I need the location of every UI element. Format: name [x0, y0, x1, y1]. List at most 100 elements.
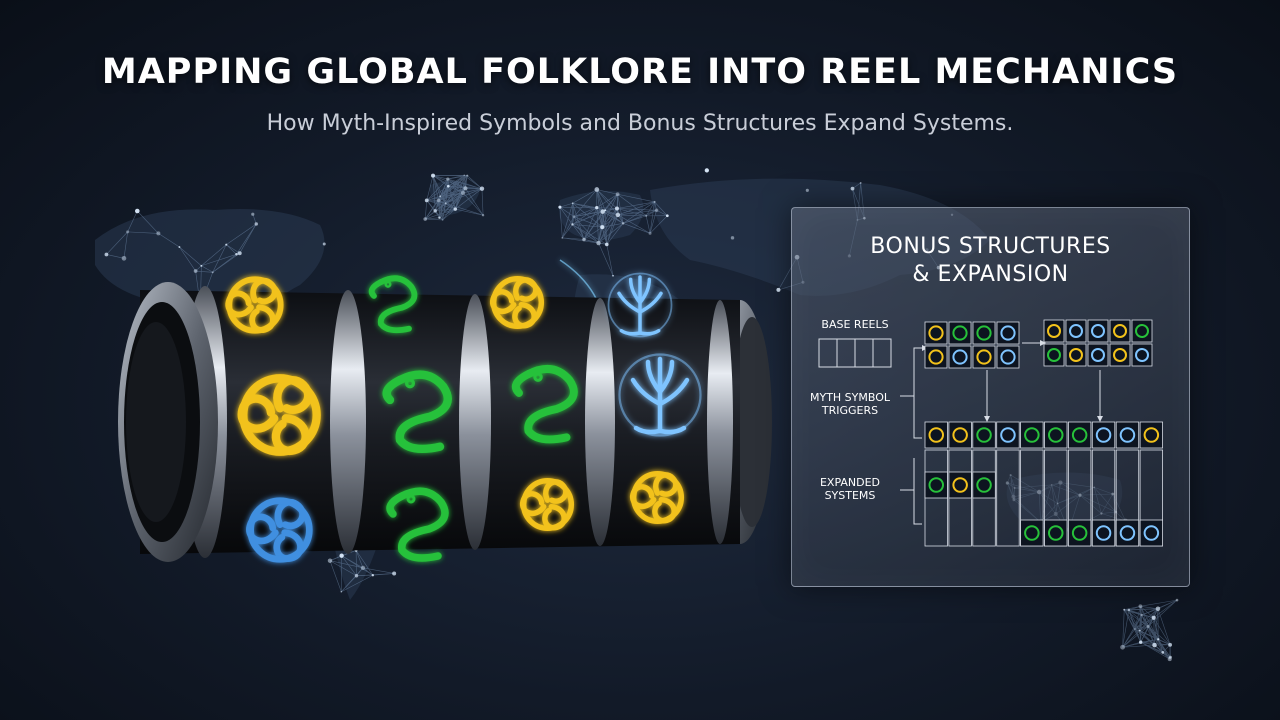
map-node — [446, 184, 450, 188]
grid-cell — [1131, 343, 1153, 367]
map-link — [598, 223, 624, 244]
map-link — [226, 223, 257, 245]
map-link — [1141, 614, 1149, 627]
map-link — [1153, 599, 1178, 618]
map-link — [1153, 617, 1171, 645]
map-node — [600, 209, 605, 214]
grid-cell — [996, 345, 1020, 369]
serpent-dragon-icon — [1024, 427, 1040, 443]
map-link — [1139, 630, 1142, 643]
map-link — [1134, 626, 1149, 630]
panel-title-line: BONUS STRUCTURES — [870, 234, 1111, 259]
map-link — [596, 189, 619, 216]
map-link — [1139, 615, 1142, 631]
map-link — [1140, 606, 1159, 640]
grid-cell — [1067, 421, 1092, 449]
map-link — [432, 175, 439, 201]
map-link — [654, 201, 657, 211]
grid-cell — [972, 471, 996, 499]
map-link — [601, 210, 606, 228]
map-link — [448, 186, 456, 210]
map-link — [606, 223, 624, 245]
map-link — [583, 239, 607, 245]
map-link — [426, 200, 456, 210]
map-node — [1123, 608, 1126, 611]
map-link — [137, 210, 159, 234]
map-link — [1157, 599, 1178, 610]
label-line: BASE REELS — [821, 318, 889, 331]
map-link — [438, 175, 465, 201]
map-link — [1153, 617, 1155, 646]
map-link — [604, 194, 618, 211]
panel-title-line: & EXPANSION — [912, 262, 1069, 287]
map-link — [447, 178, 483, 189]
map-link — [617, 194, 647, 217]
map-node — [730, 236, 735, 240]
grid-cell — [1044, 519, 1068, 547]
label-line: SYSTEMS — [824, 489, 876, 502]
map-link — [481, 188, 484, 216]
map-node — [339, 553, 344, 558]
map-link — [1139, 626, 1149, 631]
map-link — [439, 179, 449, 218]
map-link — [1141, 614, 1159, 640]
map-link — [432, 175, 464, 194]
map-link — [1140, 608, 1159, 643]
grid-cell — [1115, 519, 1140, 547]
map-link — [425, 217, 440, 220]
map-link — [447, 178, 456, 210]
grid-cell — [1087, 319, 1109, 343]
map-link — [438, 192, 464, 201]
map-node — [327, 558, 333, 563]
map-node — [582, 237, 586, 242]
map-link — [572, 224, 585, 240]
map-node — [1120, 644, 1125, 650]
map-link — [605, 210, 618, 216]
map-node — [441, 219, 444, 221]
map-link — [572, 203, 575, 217]
map-link — [1157, 639, 1164, 653]
map-link — [252, 214, 257, 225]
grid-cell — [924, 471, 948, 499]
label-line: EXPANDED — [819, 476, 881, 489]
map-node — [433, 209, 437, 213]
map-link — [448, 185, 466, 189]
map-link — [201, 265, 213, 273]
expansion-diagram — [818, 319, 1164, 547]
triskelion-icon — [928, 349, 944, 365]
map-link — [559, 207, 563, 238]
map-link — [617, 214, 651, 234]
map-link — [572, 202, 606, 211]
grid-cell — [996, 321, 1020, 345]
map-link — [432, 175, 446, 204]
map-link — [559, 206, 573, 225]
map-link — [455, 188, 483, 210]
map-node — [1146, 625, 1150, 628]
serpent-dragon-icon — [1048, 427, 1064, 443]
map-node — [1152, 642, 1157, 648]
map-link — [434, 178, 449, 211]
map-link — [573, 207, 597, 217]
map-link — [445, 175, 468, 204]
map-node — [850, 186, 855, 191]
map-link — [442, 192, 464, 221]
map-link — [341, 567, 364, 592]
map-link — [434, 200, 439, 211]
map-link — [1140, 641, 1163, 653]
map-link — [1128, 609, 1142, 616]
map-link — [445, 192, 464, 204]
map-link — [439, 208, 456, 218]
map-node — [463, 174, 466, 177]
map-link — [1134, 628, 1141, 643]
map-link — [1147, 599, 1178, 627]
map-link — [356, 574, 373, 577]
map-link — [1140, 606, 1149, 627]
map-link — [1141, 608, 1159, 616]
serpent-dragon-icon — [976, 325, 992, 341]
map-node — [604, 242, 609, 247]
map-node — [134, 208, 140, 214]
map-link — [425, 208, 456, 220]
map-node — [481, 214, 485, 217]
map-link — [447, 178, 466, 189]
map-link — [572, 202, 603, 212]
